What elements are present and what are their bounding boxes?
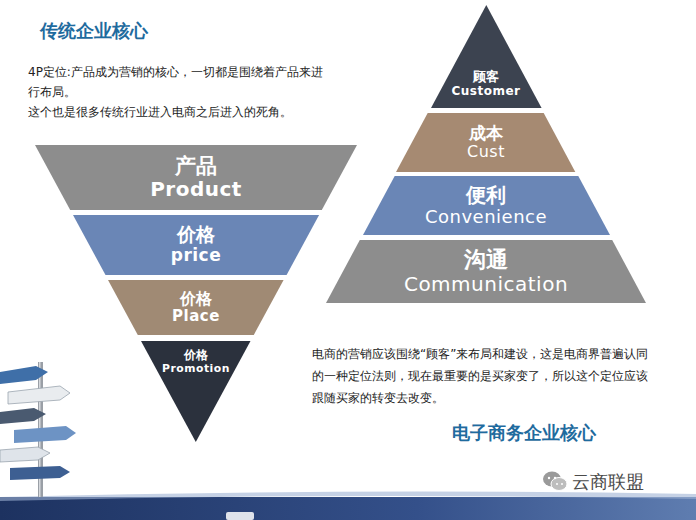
- pyramid-band: 价格price: [73, 215, 319, 275]
- band-title: 顾客: [473, 70, 499, 85]
- band-text-group: 顾客Customer: [431, 70, 542, 99]
- band-text-group: 沟通Communication: [326, 240, 646, 303]
- band-title: 产品: [175, 154, 217, 178]
- band-fill: [141, 341, 250, 442]
- band-title: 价格: [180, 290, 212, 308]
- pyramid-band: 产品Product: [35, 145, 357, 210]
- band-text-group: 产品Product: [35, 145, 357, 210]
- band-subtitle: Place: [172, 308, 220, 325]
- pyramid-band: 沟通Communication: [326, 240, 646, 303]
- band-subtitle: Communication: [404, 273, 568, 296]
- band-fill: [363, 176, 610, 235]
- note-text: 电商的营销应该围绕“顾客”来布局和建设，这是电商界普遍认同的一种定位法则，现在最…: [312, 343, 654, 409]
- band-text-group: 价格Place: [108, 280, 284, 335]
- pyramid-band: 价格Place: [108, 280, 284, 335]
- pyramid-band: 价格Promotion: [141, 341, 251, 442]
- wechat-icon: [542, 470, 568, 492]
- band-fill: [108, 280, 284, 335]
- note-text: 这个也是很多传统行业进入电商之后进入的死角。: [28, 102, 328, 122]
- band-subtitle: Convenience: [425, 207, 547, 228]
- section-heading: 传统企业核心: [40, 19, 148, 43]
- band-subtitle: Cust: [467, 143, 505, 161]
- band-fill: [35, 145, 357, 210]
- band-fill: [396, 113, 575, 172]
- band-title: 价格: [184, 349, 208, 363]
- band-text-group: 价格Promotion: [141, 349, 251, 375]
- section-heading: 电子商务企业核心: [452, 421, 596, 445]
- band-text-group: 价格price: [73, 215, 319, 275]
- band-title: 便利: [466, 184, 506, 207]
- band-subtitle: price: [171, 246, 222, 266]
- band-subtitle: Product: [150, 178, 242, 201]
- watermark: 云商联盟: [572, 470, 644, 494]
- note-text: 4P定位:产品成为营销的核心，一切都是围绕着产品来进行布局。: [28, 62, 328, 102]
- pyramid-band: 顾客Customer: [431, 5, 542, 108]
- pyramid-band: 成本Cust: [396, 113, 575, 172]
- band-fill: [431, 5, 542, 108]
- band-title: 成本: [469, 124, 503, 144]
- band-fill: [73, 215, 319, 275]
- band-text-group: 便利Convenience: [363, 176, 610, 235]
- band-title: 沟通: [464, 247, 508, 272]
- band-fill: [326, 240, 646, 303]
- band-subtitle: Customer: [451, 85, 520, 99]
- band-subtitle: Promotion: [162, 363, 230, 375]
- band-title: 价格: [177, 224, 215, 246]
- band-text-group: 成本Cust: [396, 113, 575, 172]
- pyramid-band: 便利Convenience: [363, 176, 610, 235]
